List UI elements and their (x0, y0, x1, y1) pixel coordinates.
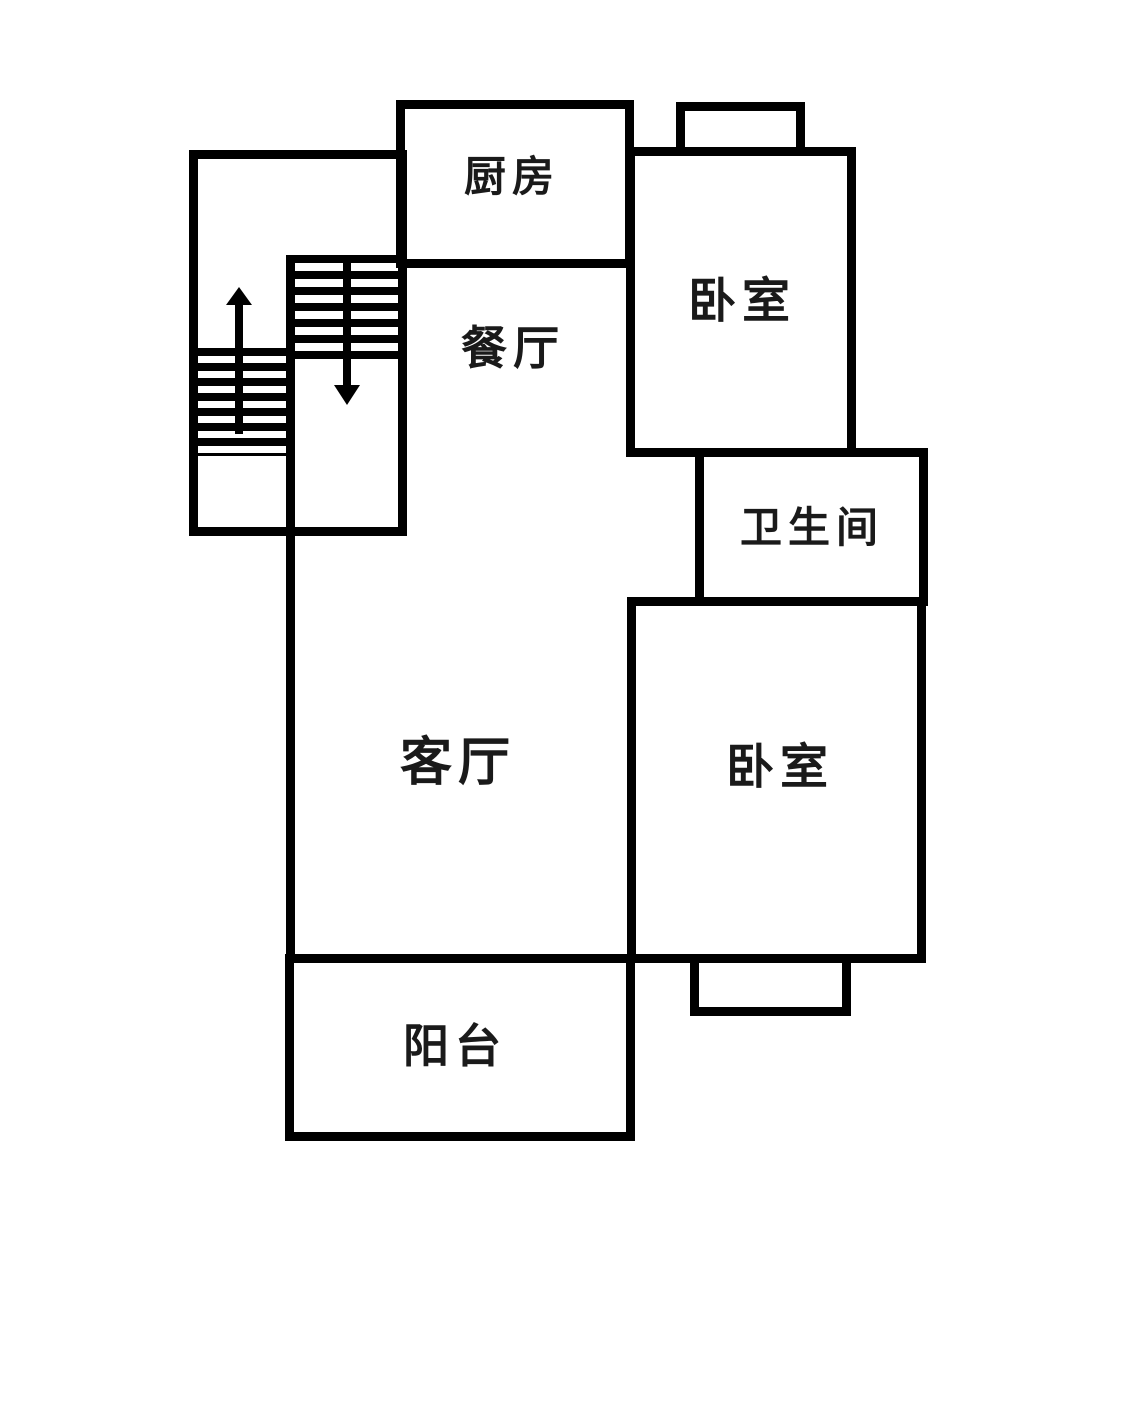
room-balcony (285, 954, 635, 1141)
room-label-bathroom: 卫生间 (739, 504, 885, 551)
room-label-bedroom-top: 卧室 (687, 275, 797, 328)
room-label-kitchen: 厨房 (463, 153, 561, 200)
down-arrow-shaft (343, 255, 351, 387)
room-label-dining: 餐厅 (461, 322, 565, 374)
room-label-living: 客厅 (399, 734, 517, 792)
up-arrow-shaft (235, 304, 243, 434)
bay-window-bottom (690, 954, 851, 1016)
staircase-box (189, 150, 407, 536)
up-arrow-icon (226, 287, 252, 305)
west-wall (286, 255, 295, 963)
room-label-bedroom-bottom: 卧室 (725, 741, 835, 794)
room-label-balcony: 阳台 (403, 1020, 507, 1072)
down-arrow-icon (334, 385, 360, 405)
